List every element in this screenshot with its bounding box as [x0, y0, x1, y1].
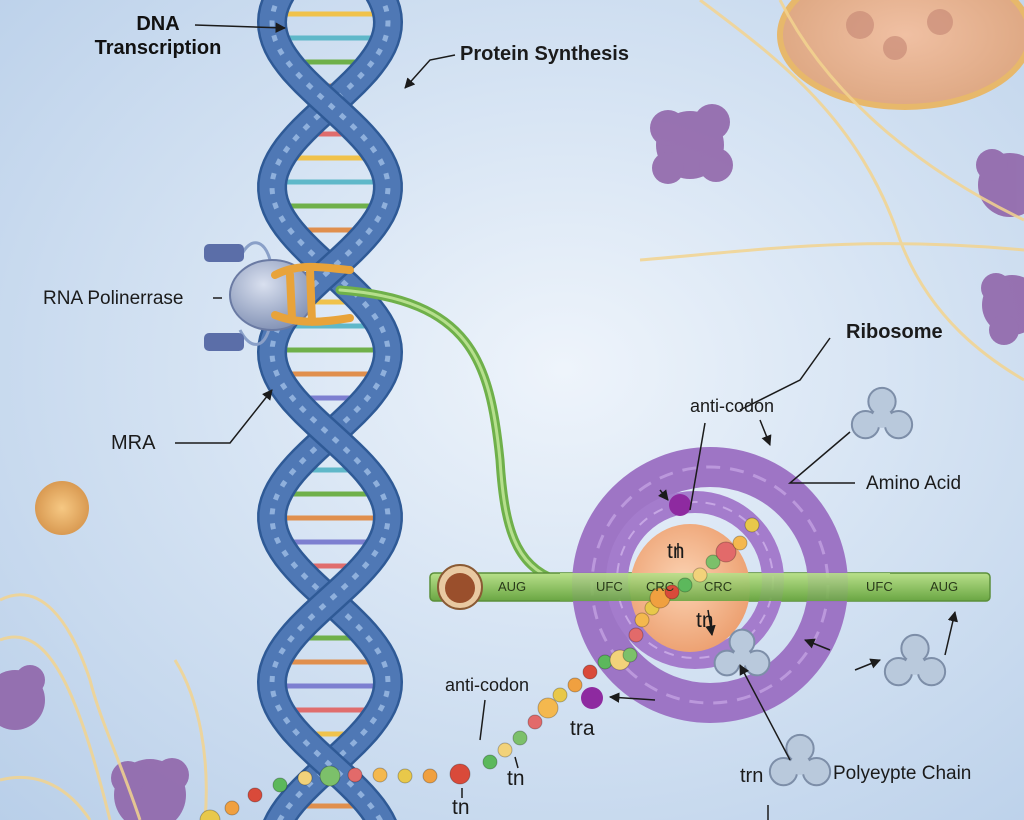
mra-label: MRA	[111, 432, 156, 454]
trna-molecules	[713, 386, 947, 787]
codon-2: UFC	[596, 579, 623, 594]
purple-vesicle-bottom-left	[0, 665, 189, 820]
polymerase-clamp	[271, 262, 354, 326]
amino-acid-bead	[537, 697, 559, 719]
amino-acid-bead	[297, 770, 313, 786]
dna-backbone-texture	[269, 0, 391, 820]
amino-acid-bead	[705, 554, 721, 570]
amino-acid-bead	[634, 612, 650, 628]
rna-polymerase-label: RNA Polinerrase	[43, 288, 184, 309]
tn-label-chain-mid: tn	[507, 767, 525, 790]
amino-acid-bead	[199, 809, 221, 820]
amino-acid-bead	[224, 800, 240, 816]
trna-clover	[883, 633, 947, 687]
amino-acid-bead	[397, 768, 413, 784]
tn-label-core-top: tn	[667, 540, 685, 563]
amino-acid-bead-top	[669, 494, 691, 516]
amino-acid-bead	[449, 763, 471, 785]
trna-clover	[713, 628, 771, 677]
anti-codon-top-label: anti-codon	[690, 396, 775, 416]
purple-vesicle-top	[650, 104, 733, 184]
annotation-lines	[175, 22, 958, 820]
amino-acid-label: Amino Acid	[866, 473, 962, 494]
amino-acid-bead	[497, 742, 513, 758]
trna-clover	[850, 386, 914, 440]
polymerase-subunit-bottom	[204, 333, 244, 351]
orange-vesicle	[35, 481, 89, 535]
amino-acid-bead	[272, 777, 288, 793]
rna-polymerase	[204, 241, 354, 351]
trn-label: trn	[740, 765, 764, 787]
dna-transcription-title: DNA Transcription	[94, 13, 222, 59]
tn-label-core-bottom: tn	[696, 609, 714, 632]
codon-1: AUG	[498, 579, 527, 594]
protein-synthesis-label: Protein Synthesis	[460, 43, 629, 65]
amino-acid-bead	[715, 541, 737, 563]
codon-3: CRC	[646, 579, 675, 594]
amino-acid-bead	[552, 687, 568, 703]
dna-backbone-texture	[269, 0, 391, 820]
purple-vesicle-right	[976, 149, 1024, 345]
amino-acid-bead	[422, 768, 438, 784]
amino-acid-bead	[692, 567, 708, 583]
amino-acid-bead-bottom	[581, 687, 603, 709]
amino-acid-bead	[347, 767, 363, 783]
amino-acid-bead	[677, 577, 693, 593]
amino-acid-bead	[527, 714, 543, 730]
trna-clover	[768, 733, 832, 787]
tra-label: tra	[570, 717, 595, 740]
dna-double-helix	[256, 0, 404, 820]
amino-acid-bead	[567, 677, 583, 693]
ribosome-label: Ribosome	[846, 321, 943, 343]
polypeptide-chain	[199, 517, 760, 820]
amino-acid-bead	[744, 517, 760, 533]
amino-acid-bead	[319, 765, 341, 787]
amino-acid-bead	[372, 767, 388, 783]
polymerase-subunit-top	[204, 244, 244, 262]
codon-6: AUG	[930, 579, 959, 594]
codon-5: UFC	[866, 579, 893, 594]
mrna-cap	[437, 564, 483, 610]
codon-4: CRC	[704, 579, 733, 594]
amino-acid-bead	[582, 664, 598, 680]
amino-acid-bead	[622, 647, 638, 663]
polypeptide-chain-label: Polyeypte Chain	[833, 763, 972, 784]
amino-acid-bead	[732, 535, 748, 551]
tn-label-chain-low: tn	[452, 796, 470, 819]
amino-acid-bead	[482, 754, 498, 770]
amino-acid-bead	[628, 627, 644, 643]
amino-acid-bead	[664, 584, 680, 600]
amino-acid-bead	[512, 730, 528, 746]
anti-codon-bottom-label: anti-codon	[445, 675, 530, 695]
amino-acid-bead	[247, 787, 263, 803]
